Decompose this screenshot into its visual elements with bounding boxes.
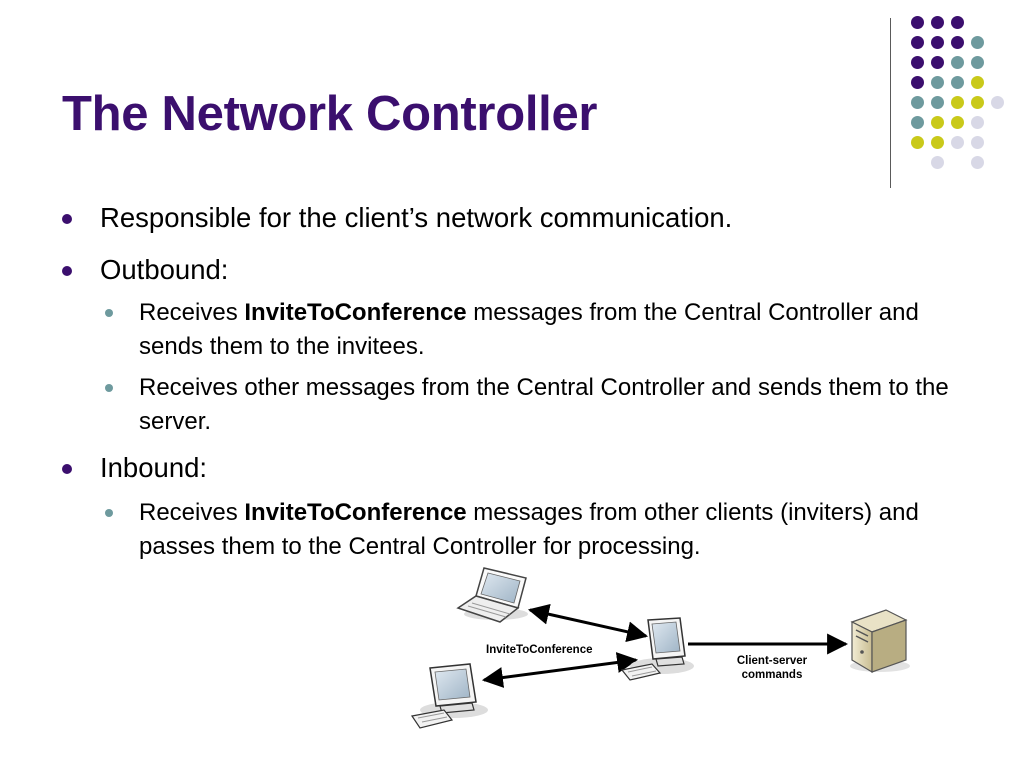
arrow-desktop-to-client (481, 652, 639, 688)
dot (911, 96, 924, 109)
label-invite-to-conference: InviteToConference (486, 644, 593, 656)
dot (951, 116, 964, 129)
laptop-icon (456, 567, 528, 623)
dot (951, 96, 964, 109)
bullet-dot-icon (62, 464, 72, 474)
bullet-2-1: Receives InviteToConference messages fro… (105, 296, 959, 364)
dot (931, 96, 944, 109)
arrow-laptop-to-client (527, 603, 649, 643)
dot (951, 76, 964, 89)
dot (911, 36, 924, 49)
vertical-divider (890, 18, 891, 188)
bullet-2-1-post: messages from the Central Controller and… (139, 299, 919, 360)
dot (931, 116, 944, 129)
dot (971, 136, 984, 149)
sub-bullet-dot-icon (105, 309, 113, 317)
bullet-3-text: Inbound: (100, 452, 208, 483)
slide-title: The Network Controller (62, 87, 598, 141)
bullet-1-text: Responsible for the client’s network com… (100, 202, 733, 233)
dot (911, 16, 924, 29)
dot (911, 116, 924, 129)
label-client-server-line1: Client-server (736, 655, 808, 667)
dot (971, 76, 984, 89)
dot (911, 136, 924, 149)
bullet-2-2-text: Receives other messages from the Central… (139, 374, 949, 435)
bullet-2-text: Outbound: (100, 254, 229, 285)
bullet-3-1-bold: InviteToConference (244, 499, 467, 526)
dot (951, 36, 964, 49)
network-diagram: InviteToConference Client-server command… (400, 560, 920, 750)
dot (931, 16, 944, 29)
sub-bullet-dot-icon (105, 509, 113, 517)
dot (931, 36, 944, 49)
label-client-server-line2: commands (741, 669, 803, 681)
bullet-1: Responsible for the client’s network com… (62, 202, 733, 234)
bullet-2-1-pre: Receives (139, 299, 245, 326)
bullet-3: Inbound: (62, 452, 208, 484)
bullet-2-1-bold: InviteToConference (244, 299, 467, 326)
dot (911, 56, 924, 69)
dot (951, 16, 964, 29)
client-computer-icon (620, 617, 694, 681)
bullet-dot-icon (62, 214, 72, 224)
network-diagram-graphic (410, 567, 910, 729)
dot (991, 96, 1004, 109)
dot (971, 36, 984, 49)
server-icon (850, 609, 910, 674)
dot (951, 56, 964, 69)
bullet-3-1-pre: Receives (139, 499, 245, 526)
dot (971, 156, 984, 169)
label-client-server-commands: Client-server commands (724, 654, 820, 682)
bullet-2-2: Receives other messages from the Central… (105, 371, 959, 439)
bullet-3-1-post: messages from other clients (inviters) a… (139, 499, 919, 560)
dot (971, 56, 984, 69)
bullet-2: Outbound: (62, 254, 229, 286)
dot (911, 76, 924, 89)
bullet-dot-icon (62, 266, 72, 276)
sub-bullet-dot-icon (105, 384, 113, 392)
dot (971, 116, 984, 129)
dot (931, 76, 944, 89)
dot (971, 96, 984, 109)
desktop-computer-icon (410, 663, 488, 729)
dot (931, 156, 944, 169)
dot (931, 56, 944, 69)
dot (951, 136, 964, 149)
dot (931, 136, 944, 149)
bullet-3-1: Receives InviteToConference messages fro… (105, 496, 959, 564)
